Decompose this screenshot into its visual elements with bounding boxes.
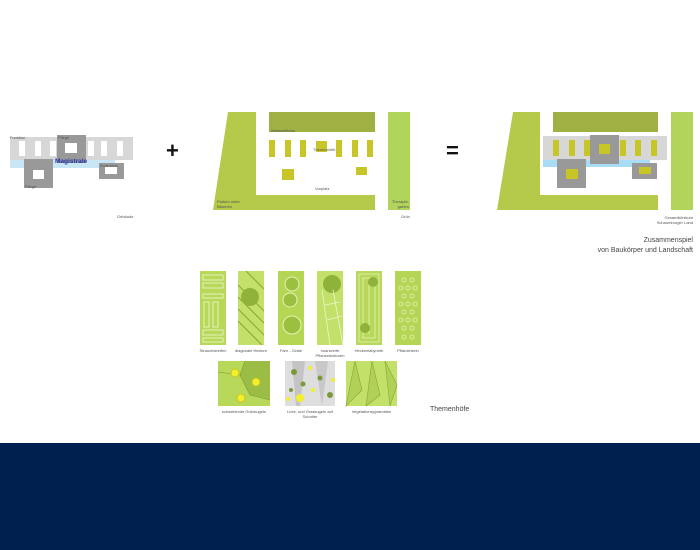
title-line-1: Zusammenspiel [643, 237, 693, 244]
title-line-2: von Baukörper und Landschaft [597, 247, 693, 254]
label-vegetation-pyramids: Vegetationspyramiden [351, 409, 392, 414]
thumb-hedge-labyrinth [356, 271, 382, 345]
ambulance-building [99, 163, 124, 179]
label-function: Funktion [10, 135, 26, 140]
thumb-plant-islands [395, 271, 421, 345]
label-magistrale: Magistrale [55, 158, 88, 165]
footer-band [0, 443, 700, 550]
label-floating-spheres: schwebende Grünkugeln [221, 409, 267, 414]
label-courtyards: Themenhöfe [313, 147, 336, 152]
label-shrub-strips: Strauchstreifen [199, 348, 227, 353]
label-water: Wasserfläche [271, 128, 296, 133]
label-plant-islands: Pflanzinseln [397, 348, 419, 353]
thumb-shrub-strips [200, 271, 226, 345]
page-title: Zusammenspiel von Baukörper und Landscha… [598, 236, 693, 256]
label-forecourt: Vorplatz [315, 186, 330, 191]
care-building-top [57, 135, 86, 163]
care-building-bottom [24, 159, 53, 188]
caption-green: Grün [401, 214, 410, 219]
label-ambulance: Ambulanz [100, 163, 118, 168]
caption-combined-2: Schaumburger Land [656, 220, 693, 225]
label-diagonal-hedges: diagonale Hecken [234, 348, 268, 353]
courtyards-heading: Themenhöfe [430, 406, 470, 413]
label-care-top: Pflege [58, 135, 70, 140]
caption-buildings: Gebäude [117, 214, 134, 219]
thumb-floating-green-spheres [217, 360, 271, 406]
label-care-bottom: Pflege [25, 184, 37, 189]
thumb-fern-ovals [278, 271, 304, 345]
label-parking: Parken unter Bäumen [217, 199, 240, 209]
thumb-nuanced-plantings [317, 271, 344, 346]
caption-combined-1: Gesamtklinikum [664, 215, 693, 220]
thumb-light-grass-spheres [285, 361, 335, 406]
label-fern-ovals: Farn - Ovale [279, 348, 303, 353]
magistrale-strip [10, 160, 115, 168]
thumb-vegetation-pyramids [345, 360, 398, 407]
plus-sign: + [166, 138, 179, 163]
label-therapy: Therapie-garten [391, 199, 409, 209]
label-hedge-labyrinth: Heckenlabyrinth [354, 348, 384, 353]
thumb-diagonal-hedges [237, 270, 265, 346]
label-light-grass-spheres: Licht- und Graskugeln auf Schotter [287, 409, 333, 419]
label-nuanced-plantings: nuancierte Pflanzstrukturen [315, 348, 345, 358]
equals-sign: = [446, 138, 459, 163]
